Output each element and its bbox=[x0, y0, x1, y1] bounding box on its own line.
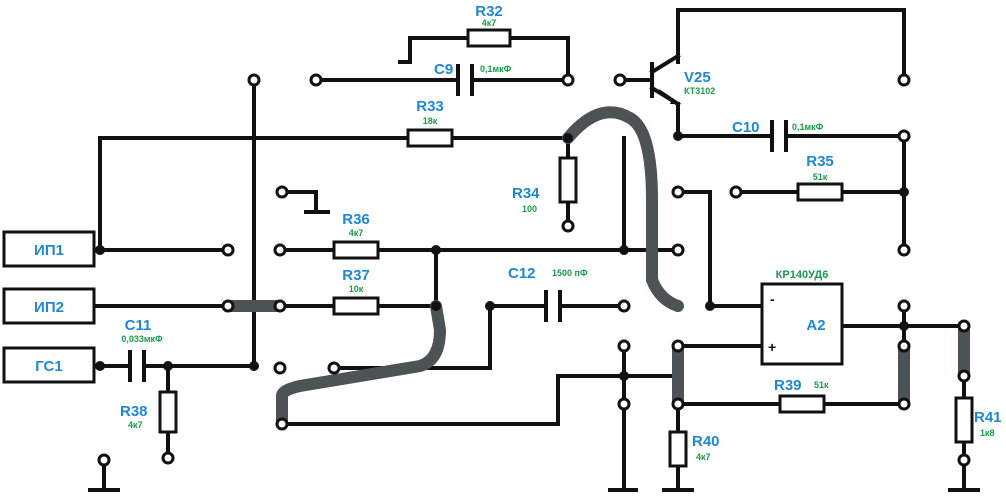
port-ip1-label: ИП1 bbox=[34, 242, 64, 259]
r32-ref: R32 bbox=[475, 3, 503, 20]
r37-value: 10к bbox=[349, 284, 364, 294]
ports: ИП1 ИП2 ГС1 bbox=[2, 230, 96, 384]
junctions bbox=[95, 131, 909, 381]
port-ip2-box bbox=[2, 287, 96, 325]
c10-body bbox=[770, 120, 788, 152]
r34-body bbox=[558, 156, 578, 204]
jumper-loop bbox=[562, 106, 684, 312]
a2-plus: + bbox=[768, 339, 776, 355]
r38-value: 4к7 bbox=[128, 420, 143, 430]
r36-ref: R36 bbox=[342, 211, 370, 228]
r38-ref: R38 bbox=[120, 403, 148, 420]
c10-value: 0,1мкФ bbox=[792, 122, 824, 132]
r41-ref: R41 bbox=[974, 409, 1002, 426]
a2-minus: - bbox=[770, 291, 775, 307]
r39-ref: R39 bbox=[774, 377, 802, 394]
r33-value: 18к bbox=[423, 116, 438, 126]
r37-ref: R37 bbox=[342, 267, 370, 284]
r39-body bbox=[778, 394, 826, 414]
r40-ref: R40 bbox=[692, 433, 720, 450]
r36-value: 4к7 bbox=[349, 228, 364, 238]
port-gs1-label: ГС1 bbox=[35, 358, 62, 375]
r33-ref: R33 bbox=[416, 98, 444, 115]
c12-value: 1500 пФ bbox=[552, 268, 588, 278]
terminals bbox=[97, 73, 971, 467]
r34-value: 100 bbox=[522, 204, 537, 214]
c9-ref: C9 bbox=[434, 61, 453, 78]
v25-body bbox=[649, 53, 681, 107]
v25-ref: V25 bbox=[684, 69, 711, 86]
c10-ref: C10 bbox=[732, 119, 760, 136]
r39-value: 51к bbox=[814, 380, 829, 390]
a2-ref: A2 bbox=[806, 317, 825, 334]
r38-body bbox=[158, 390, 178, 434]
r40-body bbox=[668, 430, 688, 468]
port-ip1-box bbox=[2, 230, 96, 268]
r35-ref: R35 bbox=[806, 153, 834, 170]
r34-ref: R34 bbox=[512, 185, 540, 202]
r40-value: 4к7 bbox=[696, 452, 711, 462]
component-bodies bbox=[128, 28, 974, 468]
r35-value: 51к bbox=[813, 172, 828, 182]
labels: R32 4к7 C9 0,1мкФ V25 КТ3102 R33 18к C10… bbox=[120, 3, 1002, 462]
a2-value: КР140УД6 bbox=[776, 269, 829, 281]
c9-body bbox=[456, 64, 474, 96]
c11-body bbox=[128, 350, 146, 382]
port-ip2-label: ИП2 bbox=[34, 299, 64, 316]
r37-body bbox=[332, 296, 380, 316]
c11-value: 0,033мкФ bbox=[121, 334, 163, 344]
c12-ref: C12 bbox=[508, 265, 536, 282]
a2-body bbox=[760, 282, 844, 366]
v25-value: КТ3102 bbox=[684, 86, 715, 96]
port-gs1-box bbox=[2, 346, 96, 384]
c11-ref: C11 bbox=[125, 317, 152, 334]
traces bbox=[88, 8, 980, 492]
r41-value: 1к8 bbox=[980, 428, 995, 438]
r32-body bbox=[466, 28, 512, 48]
c12-body bbox=[544, 290, 562, 322]
r32-value: 4к7 bbox=[482, 18, 497, 28]
r41-body bbox=[954, 396, 974, 444]
r35-body bbox=[796, 182, 844, 202]
jumpers bbox=[222, 106, 970, 430]
c9-value: 0,1мкФ bbox=[480, 64, 512, 74]
r33-body bbox=[406, 128, 454, 148]
jumper-long bbox=[276, 300, 447, 430]
r36-body bbox=[332, 240, 380, 260]
